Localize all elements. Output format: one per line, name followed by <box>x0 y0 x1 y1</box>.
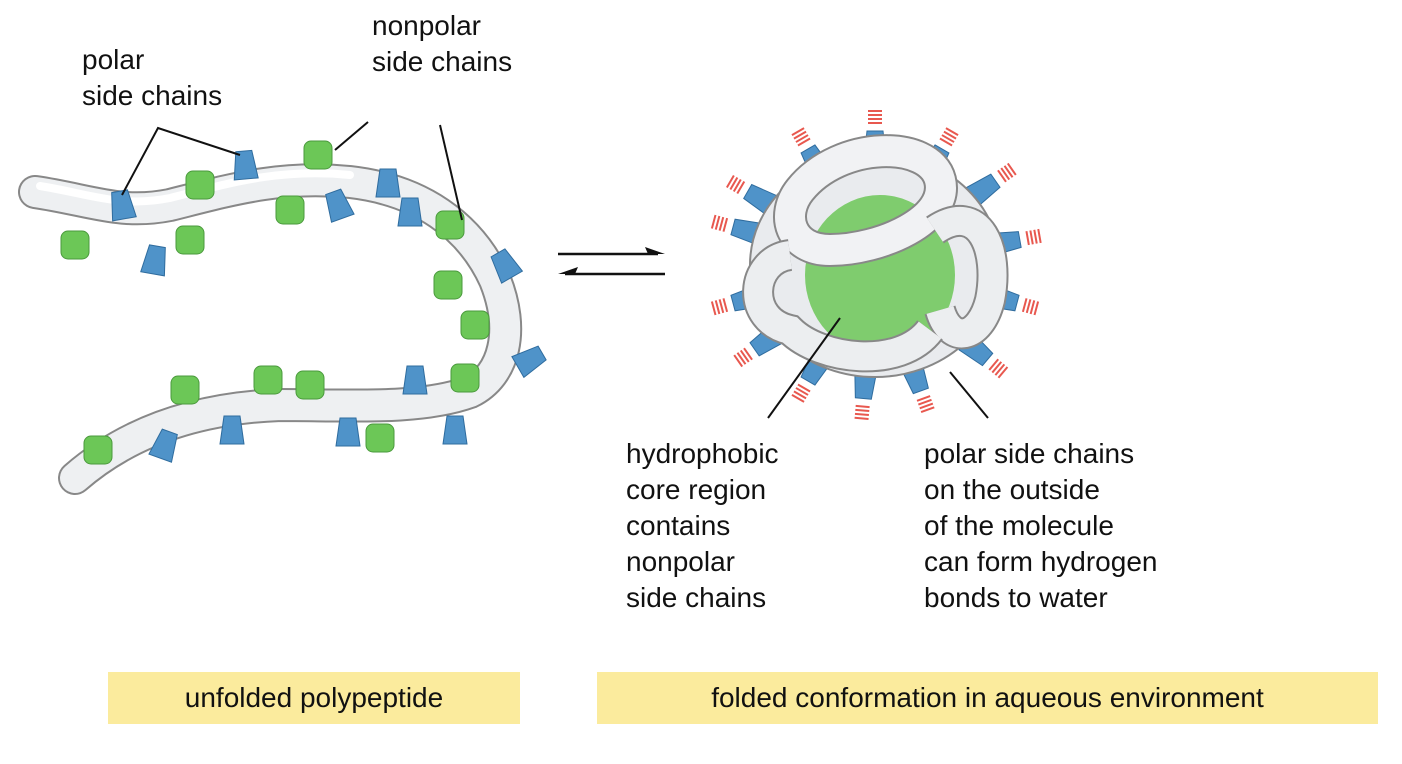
label-polar-outside: polar side chains on the outside of the … <box>924 436 1157 616</box>
caption-unfolded: unfolded polypeptide <box>108 672 520 724</box>
nonpolar-side-chain <box>365 423 395 453</box>
polar-side-chain <box>140 244 166 277</box>
nonpolar-side-chain <box>435 210 465 240</box>
nonpolar-side-chain <box>185 170 215 200</box>
polar-side-chain <box>511 345 547 379</box>
polar-side-chain <box>402 365 428 395</box>
nonpolar-side-chain <box>450 363 480 393</box>
polar-side-chain <box>233 149 259 181</box>
label-line: side chains <box>372 46 513 77</box>
nonpolar-side-chain <box>60 230 90 260</box>
label-nonpolar-side-chains: nonpolar side chains <box>372 8 512 80</box>
nonpolar-side-chain <box>170 375 200 405</box>
polar-side-chain <box>375 168 401 198</box>
label-line: polar side chains <box>924 438 1135 469</box>
equilibrium-arrows <box>558 247 665 276</box>
leader-lines <box>121 121 989 419</box>
nonpolar-side-chain <box>295 370 325 400</box>
polar-side-chain <box>397 197 423 227</box>
label-line: side chains <box>82 80 223 111</box>
nonpolar-side-chain <box>83 435 113 465</box>
label-line: bonds to water <box>924 582 1108 613</box>
label-line: hydrophobic <box>626 438 779 469</box>
unfolded-polypeptide-drawing <box>18 140 547 495</box>
nonpolar-side-chain <box>275 195 305 225</box>
polar-side-chain <box>442 415 468 445</box>
label-line: contains <box>626 510 731 541</box>
nonpolar-side-chain <box>460 310 490 340</box>
label-line: of the molecule <box>924 510 1114 541</box>
nonpolar-side-chain <box>433 270 463 300</box>
label-line: core region <box>626 474 767 505</box>
label-polar-side-chains: polar side chains <box>82 42 222 114</box>
polar-side-chain <box>111 189 137 222</box>
polar-side-chain <box>335 417 361 447</box>
label-line: on the outside <box>924 474 1100 505</box>
label-line: side chains <box>626 582 767 613</box>
backbone <box>20 165 521 493</box>
label-line: nonpolar <box>626 546 735 577</box>
folded-protein-drawing <box>710 110 1042 421</box>
polar-side-chain <box>148 428 178 463</box>
caption-folded: folded conformation in aqueous environme… <box>597 672 1378 724</box>
polar-side-chain <box>219 415 245 445</box>
polar-side-chain <box>325 188 355 223</box>
nonpolar-side-chain <box>175 225 205 255</box>
label-line: polar <box>82 44 145 75</box>
nonpolar-side-chain <box>253 365 283 395</box>
label-line: nonpolar <box>372 10 481 41</box>
label-line: can form hydrogen <box>924 546 1158 577</box>
nonpolar-side-chain <box>303 140 333 170</box>
polar-side-chain <box>490 248 524 284</box>
label-hydrophobic-core: hydrophobic core region contains nonpola… <box>626 436 779 616</box>
